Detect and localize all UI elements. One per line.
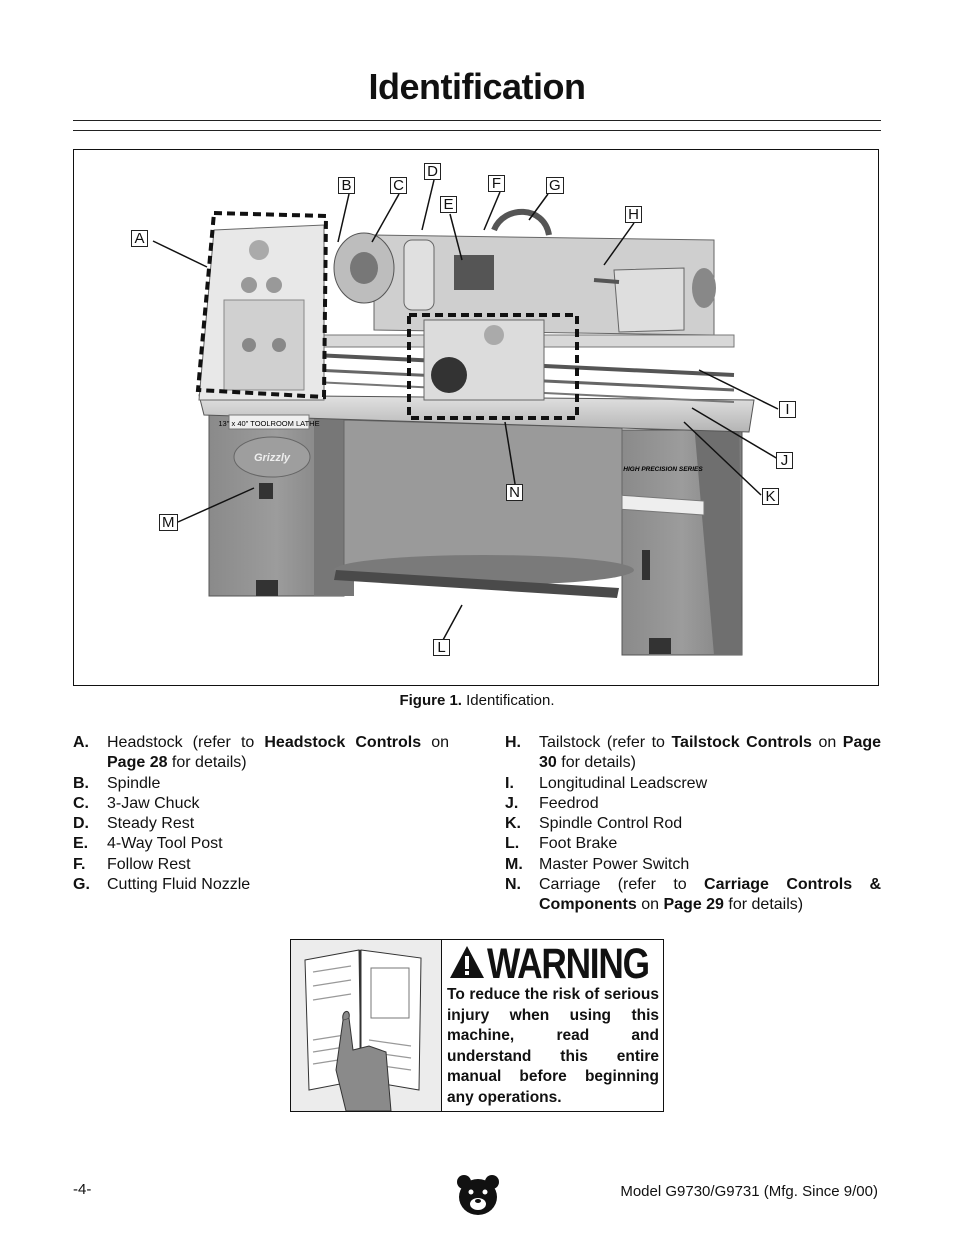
warning-word: WARNING [487,940,650,988]
callout-i: I [779,401,796,418]
callout-l: L [433,639,450,656]
warning-text-area: WARNING To reduce the risk of serious in… [443,940,663,1111]
callout-e: E [440,196,457,213]
callout-m: M [159,514,178,531]
list-item: N. Carriage (refer to Carriage Controls … [505,876,882,914]
callout-d: D [424,163,441,180]
list-item: G.Cutting Fluid Nozzle [73,876,251,894]
warning-box: WARNING To reduce the risk of serious in… [290,939,664,1112]
model-info: Model G9730/G9731 (Mfg. Since 9/00) [620,1183,878,1200]
figure-caption-label: Figure 1. [399,692,462,709]
list-item: L.Foot Brake [505,835,618,853]
callout-f: F [488,175,505,192]
page-title: Identification [368,66,587,107]
figure-caption-text: Identification. [466,692,555,709]
list-item: D.Steady Rest [73,815,195,833]
manual-reading-illustration [291,940,442,1112]
list-item: I.Longitudinal Leadscrew [505,774,708,792]
list-item: B.Spindle [73,774,161,792]
series-badge-text: HIGH PRECISION SERIES [623,466,703,473]
list-item: C.3-Jaw Chuck [73,794,200,812]
callout-n: N [506,484,523,501]
page-number: -4- [73,1181,92,1198]
grizzly-bear-icon [455,1172,501,1223]
callout-a: A [131,230,148,247]
list-item: H. Tailstock (refer to Tailstock Control… [505,734,882,772]
parts-list-left: A. Headstock (refer to Headstock Control… [73,733,449,895]
list-item: M.Master Power Switch [505,855,690,873]
machine-plate-text: 13" x 40" TOOLROOM LATHE [218,419,319,428]
title-rule-bottom [73,130,881,131]
callout-b: B [338,177,355,194]
callout-k: K [762,488,779,505]
list-item: J.Feedrod [505,794,599,812]
list-item: E.4-Way Tool Post [73,835,223,853]
callout-g: G [546,177,564,194]
lathe-illustration: 13" x 40" TOOLROOM LATHE Grizzly HIGH PR… [152,179,779,656]
warning-triangle-icon [450,946,484,978]
title-rule-top [73,120,881,121]
callout-c: C [390,177,407,194]
parts-list-right: H. Tailstock (refer to Tailstock Control… [505,733,881,916]
warning-heading: WARNING [449,940,661,988]
list-item: K.Spindle Control Rod [505,815,683,833]
callout-j: J [776,452,793,469]
identification-figure: 13" x 40" TOOLROOM LATHE Grizzly HIGH PR… [73,149,879,686]
figure-caption: Figure 1. Identification. [0,692,954,709]
warning-body: To reduce the risk of serious injury whe… [447,986,659,1106]
brand-badge-text: Grizzly [254,452,291,464]
list-item: A. Headstock (refer to Headstock Control… [73,734,450,772]
list-item: F.Follow Rest [73,855,191,873]
callout-h: H [625,206,642,223]
